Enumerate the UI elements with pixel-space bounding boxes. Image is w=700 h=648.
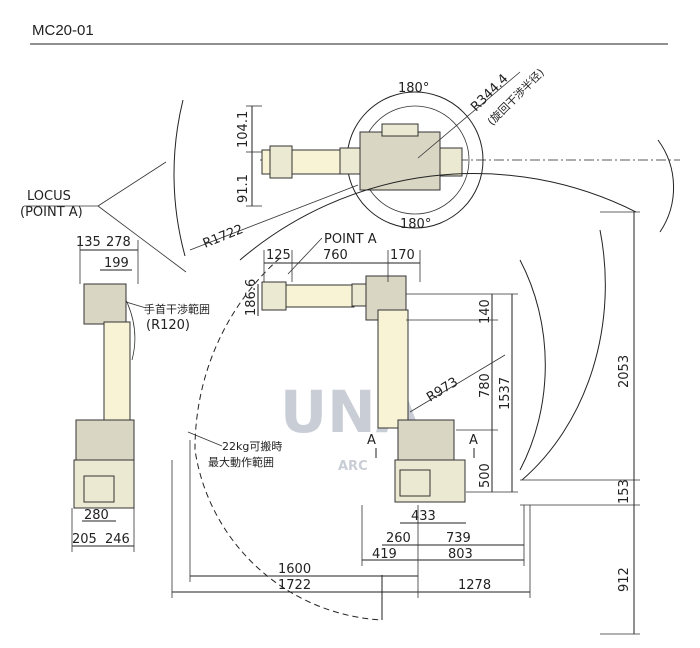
dim-205: 205 [72, 532, 97, 547]
dim-153: 153 [617, 479, 632, 504]
radius-r973: R973 [424, 375, 461, 406]
dim-1537: 1537 [498, 377, 513, 410]
locus-point-a-label: (POINT A) [20, 205, 83, 220]
dim-135: 135 [76, 235, 101, 250]
dim-739: 739 [446, 531, 471, 546]
section-a-left: A [367, 433, 376, 448]
dim-199: 199 [104, 256, 129, 271]
top-view: 104.1 91.1 180° 180° R344.4 (旋回干渉半径) R17… [173, 65, 680, 257]
dim-419: 419 [372, 547, 397, 562]
r344-leader [417, 71, 521, 159]
dim-170: 170 [390, 248, 415, 263]
dim-278: 278 [106, 235, 131, 250]
front-lower-arm [103, 321, 131, 433]
max-operating-range-arc [194, 257, 383, 621]
point-a-label: POINT A [324, 232, 377, 247]
dim-280: 280 [84, 508, 109, 523]
top-view-locus-arc-right [657, 139, 675, 233]
side-base-motor [397, 419, 455, 461]
r973-leader [409, 354, 506, 413]
dim-104-1: 104.1 [236, 111, 251, 148]
wrist-interference-note: 手首干渉範囲 [144, 302, 210, 316]
dim-260: 260 [386, 531, 411, 546]
dim-246: 246 [105, 532, 130, 547]
locus-leader-2 [97, 205, 187, 273]
top-view-base-body [359, 131, 441, 191]
dim-433: 433 [411, 509, 436, 524]
dim-803: 803 [448, 547, 473, 562]
dim-1600: 1600 [278, 562, 311, 577]
front-head [83, 283, 127, 325]
top-view-motor-top [381, 123, 419, 137]
top-view-motor-side [439, 147, 463, 177]
dim-186-6: 186.6 [244, 279, 259, 316]
dim-91-1: 91.1 [236, 174, 251, 203]
side-wrist [261, 281, 287, 311]
payload-note-line2: 最大動作範囲 [208, 455, 274, 469]
dim-1722: 1722 [278, 578, 311, 593]
locus-leader-1 [97, 161, 167, 207]
payload-note-line1: 22kg可搬時 [222, 439, 282, 453]
rotation-label-top: 180° [398, 81, 429, 96]
section-a-right: A [469, 433, 478, 448]
dim-760: 760 [323, 248, 348, 263]
side-view-locus-arc-inner [519, 259, 546, 471]
radius-r120: (R120) [146, 318, 190, 333]
point-a-leader [287, 237, 323, 275]
r1722-leader [189, 184, 359, 251]
top-view-wrist [269, 145, 293, 179]
front-view: 135 278 199 手首干渉範囲 (R120) 280 205 246 [71, 235, 210, 552]
rotation-label-bottom: 180° [400, 217, 431, 232]
dim-140: 140 [478, 299, 493, 324]
side-lower-arm [377, 309, 409, 429]
locus-label: LOCUS [27, 189, 71, 204]
model-title: MC20-01 [32, 22, 94, 39]
dim-1278: 1278 [458, 578, 491, 593]
watermark-subtext: ARC [338, 459, 368, 474]
front-base-motor [75, 419, 135, 461]
dim-780: 780 [478, 373, 493, 398]
dim-2053: 2053 [617, 355, 632, 388]
dim-125: 125 [266, 248, 291, 263]
side-view: A A POINT A 125 760 170 186.6 140 780 15… [171, 173, 640, 635]
side-view-locus-arc-right [521, 229, 606, 481]
dim-912: 912 [617, 567, 632, 592]
top-view-locus-arc-left [173, 99, 186, 257]
radius-r1722: R1722 [201, 222, 246, 252]
side-view-locus-arc-top [239, 173, 637, 261]
dim-500: 500 [478, 463, 493, 488]
